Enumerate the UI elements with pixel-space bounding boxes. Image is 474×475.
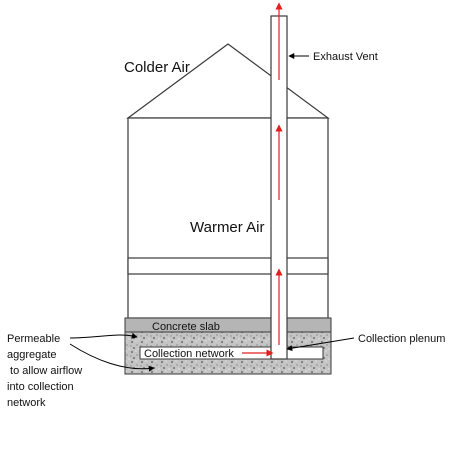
leader-lines [69, 53, 355, 372]
aggregate-label-line: Permeable [7, 333, 60, 345]
colder-air-label: Colder Air [124, 59, 190, 76]
collection-network-label: Collection network [144, 348, 234, 360]
aggregate-label-line: to allow airflow [7, 365, 82, 377]
plenum-leader [286, 337, 355, 352]
aggregate-leader-top [69, 332, 138, 339]
warmer-air-label: Warmer Air [190, 219, 264, 236]
floor-band [127, 257, 329, 275]
house-roof [126, 43, 330, 119]
concrete-slab-label: Concrete slab [152, 321, 220, 333]
aggregate-label-line: aggregate [7, 349, 57, 361]
aggregate-leader-bottom [69, 343, 155, 372]
aggregate-label-line: into collection [7, 381, 74, 393]
collection-plenum-label: Collection plenum [358, 333, 445, 345]
exhaust-vent-label: Exhaust Vent [313, 51, 378, 63]
aggregate-label-line: network [7, 397, 46, 409]
permeable-aggregate-label: Permeable aggregate to allow airflow int… [7, 333, 82, 409]
airflow-arrows [242, 2, 283, 357]
house-walls [127, 117, 329, 319]
